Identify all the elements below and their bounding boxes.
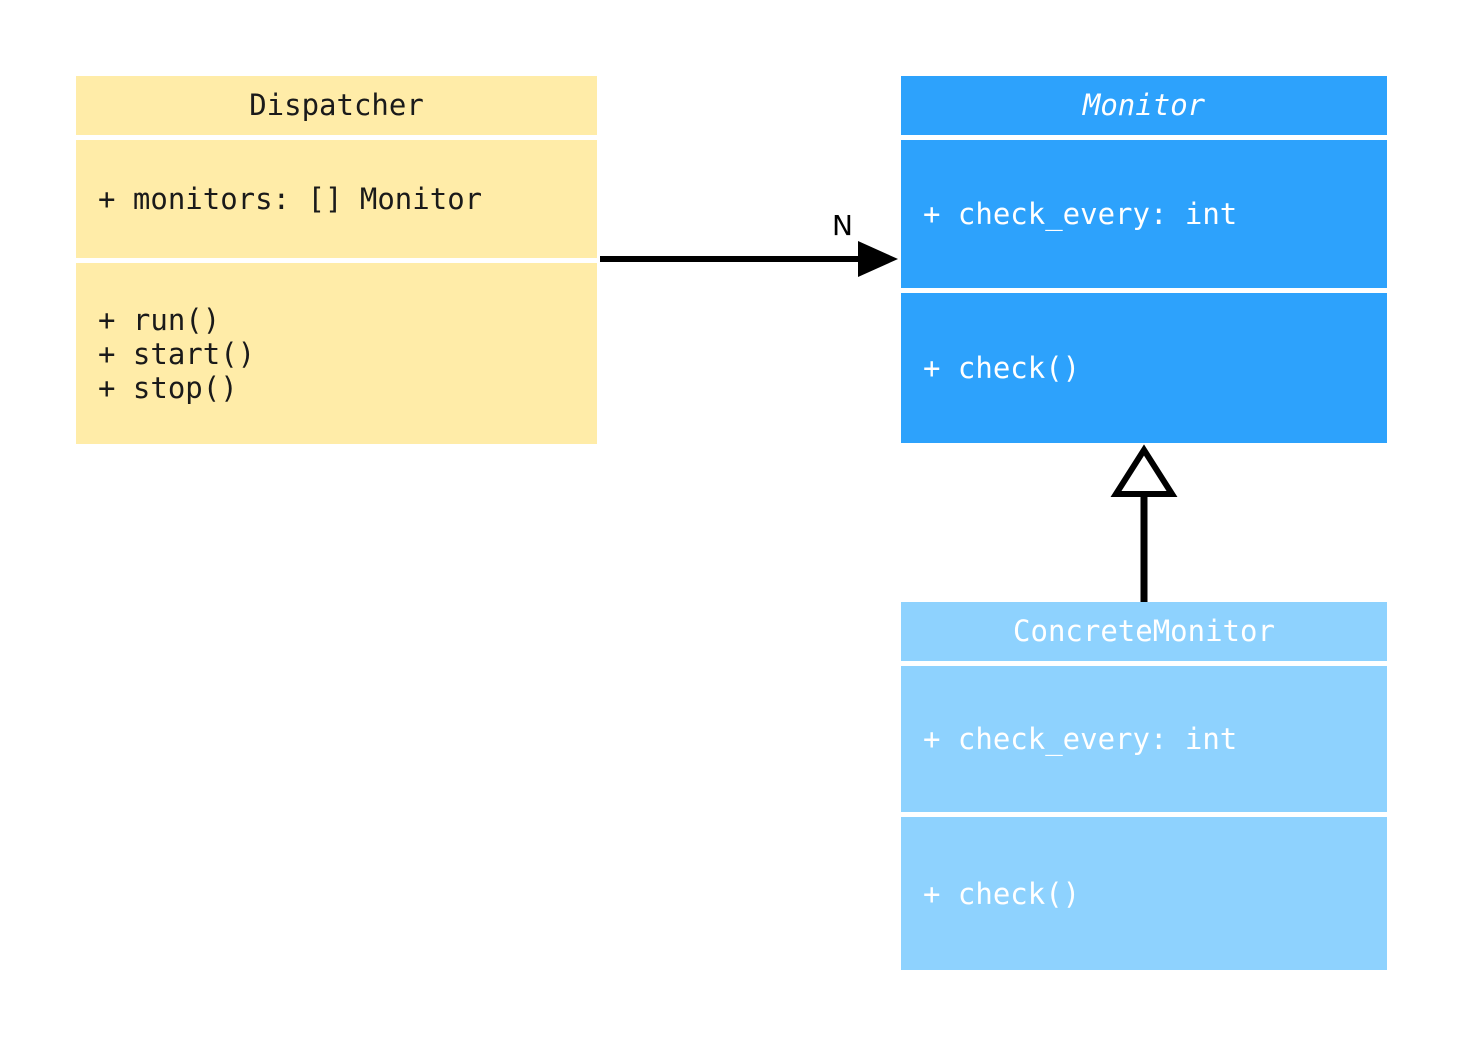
class-attributes-compartment-concretemonitor: + check_every: int: [901, 666, 1387, 812]
class-box-dispatcher[interactable]: Dispatcher + monitors: [] Monitor + run(…: [76, 76, 597, 444]
class-name-monitor: Monitor: [1082, 87, 1206, 122]
compartment-divider: [76, 135, 597, 140]
compartment-divider: [901, 288, 1387, 293]
class-name-dispatcher: Dispatcher: [249, 87, 424, 122]
class-title-compartment-dispatcher: Dispatcher: [76, 76, 597, 135]
method-row: + run(): [98, 302, 221, 337]
attribute-row: + check_every: int: [923, 197, 1238, 231]
class-methods-compartment-monitor: + check(): [901, 293, 1387, 443]
association-dispatcher-monitor: [600, 241, 898, 277]
compartment-divider: [901, 661, 1387, 666]
compartment-divider: [901, 135, 1387, 140]
method-row: + stop(): [98, 370, 238, 405]
class-methods-compartment-dispatcher: + run() + start() + stop(): [76, 263, 597, 444]
method-row: + start(): [98, 336, 256, 371]
association-arrowhead-icon: [858, 241, 898, 277]
method-row: + check(): [923, 351, 1081, 385]
method-row: + check(): [923, 876, 1081, 911]
attribute-row: + check_every: int: [923, 722, 1238, 756]
generalization-triangle-icon: [1110, 444, 1178, 497]
class-attributes-compartment-dispatcher: + monitors: [] Monitor: [76, 140, 597, 258]
class-name-concretemonitor: ConcreteMonitor: [1013, 613, 1275, 648]
class-title-compartment-concretemonitor: ConcreteMonitor: [901, 602, 1387, 661]
class-title-compartment-monitor: Monitor: [901, 76, 1387, 135]
compartment-divider: [901, 812, 1387, 817]
class-methods-compartment-concretemonitor: + check(): [901, 817, 1387, 970]
compartment-divider: [76, 258, 597, 263]
class-attributes-compartment-monitor: + check_every: int: [901, 140, 1387, 288]
attribute-row: + monitors: [] Monitor: [98, 182, 483, 216]
generalization-concretemonitor-monitor: [1110, 444, 1178, 602]
association-multiplicity-label: N: [832, 209, 853, 242]
class-box-concretemonitor[interactable]: ConcreteMonitor + check_every: int + che…: [901, 602, 1387, 970]
class-box-monitor[interactable]: Monitor + check_every: int + check(): [901, 76, 1387, 443]
